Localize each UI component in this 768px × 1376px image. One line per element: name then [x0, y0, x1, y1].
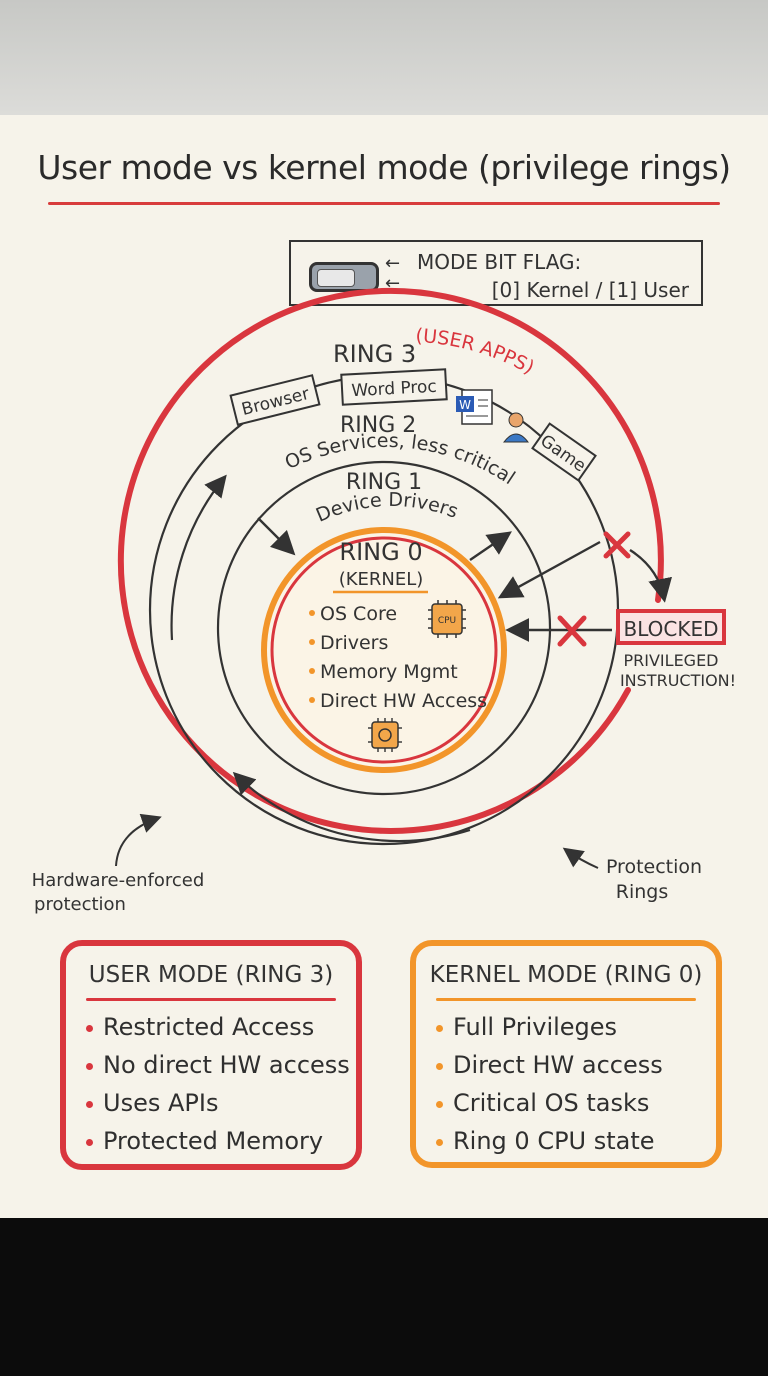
privileged-label: PRIVILEGED [624, 651, 719, 670]
blocked-arrow-upper [497, 540, 601, 599]
svg-text:W: W [459, 398, 471, 412]
page-title: User mode vs kernel mode (privilege ring… [37, 148, 731, 187]
protection-annotation-line2: Rings [616, 881, 668, 903]
hardware-chip-icon [368, 718, 402, 752]
word-doc-icon: W [456, 389, 493, 425]
user-mode-list: Restricted Access No direct HW access Us… [86, 1008, 350, 1160]
ring-0-item: Drivers [320, 632, 388, 654]
browser-app-box: Browser [229, 374, 321, 426]
toggle-switch-icon [309, 262, 379, 292]
ring-2-label: RING 2 [340, 413, 416, 438]
kernel-mode-list: Full Privileges Direct HW access Critica… [436, 1008, 663, 1160]
cycle-arrow-bottom [232, 771, 471, 843]
ring-0-items: OS Core Drivers Memory Mgmt Direct HW Ac… [309, 603, 487, 712]
list-item: Protected Memory [86, 1122, 350, 1160]
mode-bit-values: [0] Kernel / [1] User [491, 278, 689, 302]
ring-3-label: RING 3 [333, 340, 416, 368]
ring-1-sublabel: Device Drivers [313, 489, 461, 527]
ring-0-inner-outline [270, 536, 498, 764]
instruction-label: INSTRUCTION! [620, 671, 736, 690]
protection-annotation-arrow [562, 847, 599, 869]
ring-0-outline [261, 527, 507, 773]
blocked-x-icon-lower [557, 615, 587, 647]
list-item: Ring 0 CPU state [436, 1122, 663, 1160]
toggle-knob [317, 269, 355, 287]
hardware-annotation-arrow [115, 813, 162, 867]
word-proc-app-box: Word Proc [340, 368, 448, 406]
blocked-label: BLOCKED [623, 617, 718, 641]
mode-bit-title: MODE BIT FLAG: [417, 250, 582, 274]
ring-0-item: Direct HW Access [320, 690, 487, 712]
background-top [0, 0, 768, 115]
hardware-annotation-line1: Hardware-enforced [32, 870, 205, 891]
ring-1-label: RING 1 [346, 470, 422, 495]
list-item: Full Privileges [436, 1008, 663, 1046]
list-item: Uses APIs [86, 1084, 350, 1122]
user-mode-title: USER MODE (RING 3) [88, 962, 334, 988]
cycle-arrow-left-up [170, 474, 227, 641]
blocked-x-icon-upper [603, 531, 631, 559]
game-app-box: Game [531, 422, 597, 482]
user-mode-underline [86, 998, 336, 1001]
arrow-to-blocked [629, 548, 672, 603]
ring-0-sublabel: (KERNEL) [339, 569, 424, 590]
background-bottom [0, 1218, 768, 1376]
ring-0-item: Memory Mgmt [320, 661, 458, 683]
svg-text:Word Proc: Word Proc [351, 377, 437, 401]
ring-0-item: OS Core [320, 603, 397, 625]
protection-annotation-line1: Protection [606, 856, 702, 878]
cpu-chip-icon: CPU [428, 600, 466, 638]
ring-0-label: RING 0 [339, 538, 422, 566]
ring-1-outline [216, 460, 552, 796]
list-item: Restricted Access [86, 1008, 350, 1046]
list-item: Direct HW access [436, 1046, 663, 1084]
user-avatar-icon [502, 412, 530, 443]
kernel-mode-card: KERNEL MODE (RING 0) Full Privileges Dir… [410, 940, 722, 1168]
ring-3-outline [117, 287, 664, 834]
title-underline [48, 202, 720, 205]
arrow-out-of-kernel [469, 531, 512, 561]
list-item: Critical OS tasks [436, 1084, 663, 1122]
svg-text:CPU: CPU [438, 616, 456, 626]
arrow-into-kernel [257, 517, 296, 556]
hardware-annotation-line2: protection [34, 894, 126, 915]
kernel-mode-underline [436, 998, 696, 1001]
kernel-mode-title: KERNEL MODE (RING 0) [429, 962, 703, 988]
user-mode-card: USER MODE (RING 3) Restricted Access No … [60, 940, 362, 1170]
blocked-badge [616, 609, 726, 645]
list-item: No direct HW access [86, 1046, 350, 1084]
